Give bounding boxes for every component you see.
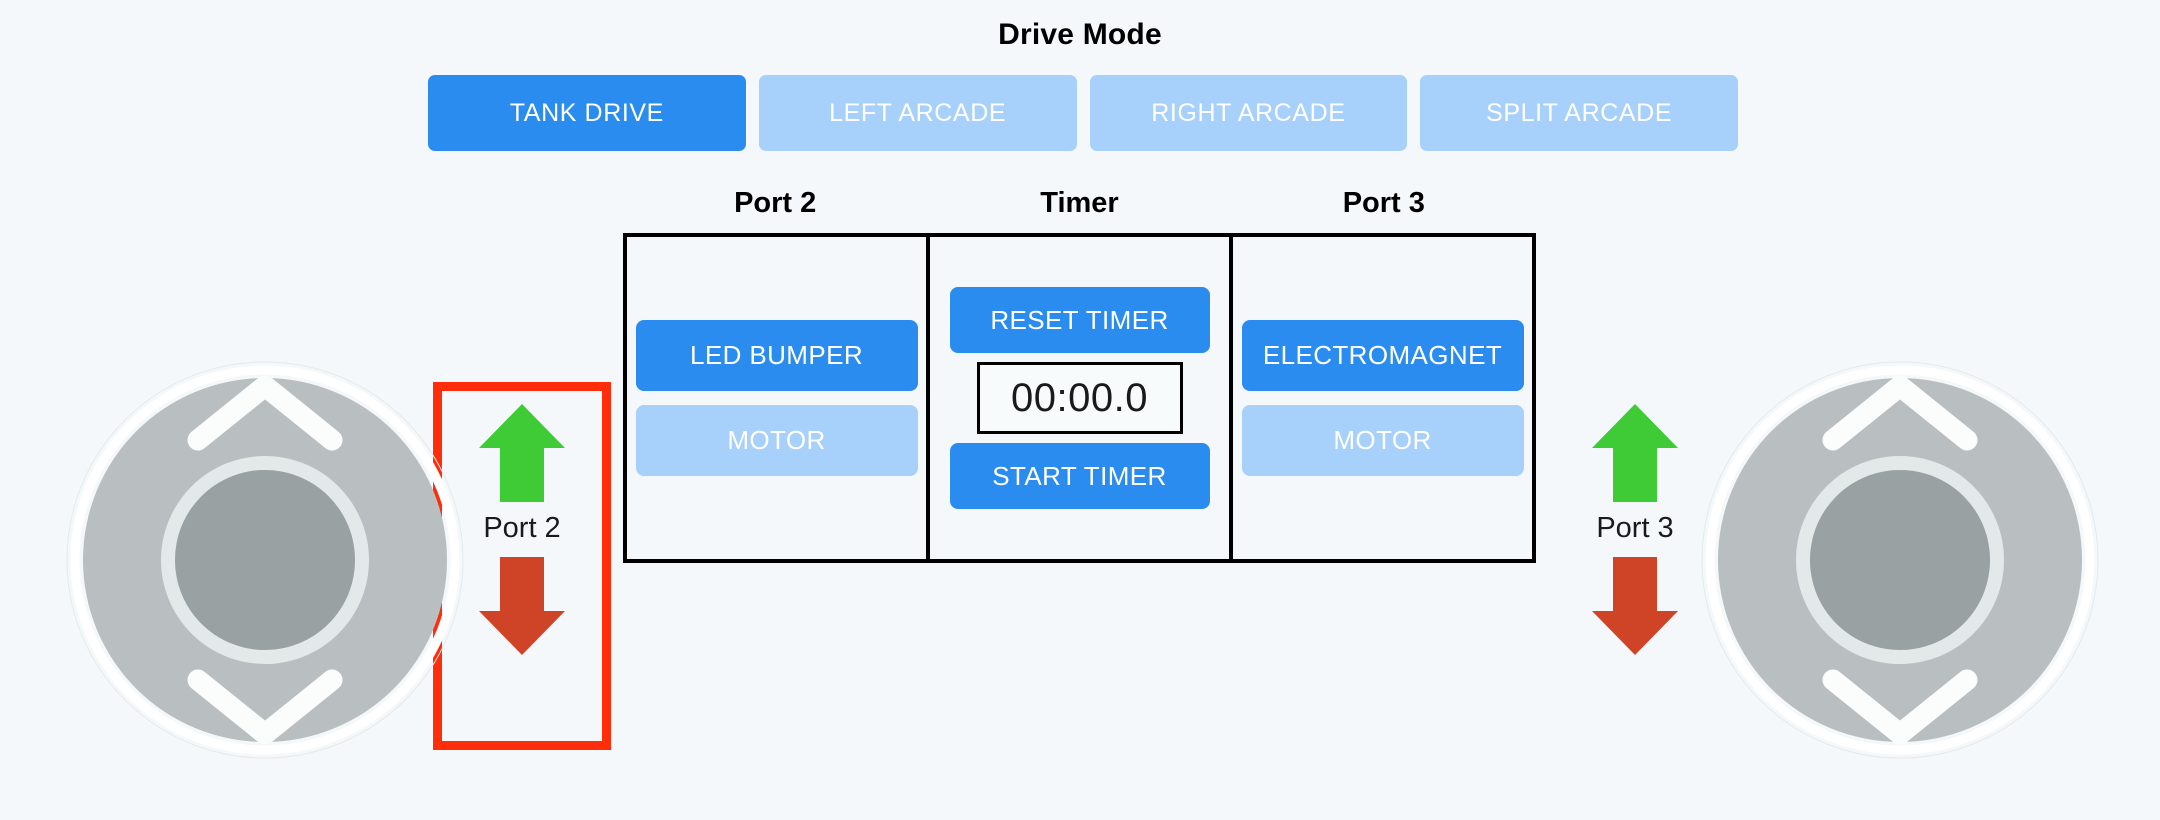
panel-header-timer: Timer xyxy=(1040,187,1119,219)
drive-mode-split-arcade-button[interactable]: SPLIT ARCADE xyxy=(1420,75,1738,151)
port2-led-bumper-button[interactable]: LED BUMPER xyxy=(635,320,918,391)
arrow-down-icon xyxy=(479,557,565,655)
arrow-up-icon xyxy=(479,404,565,502)
drive-mode-button-group: TANK DRIVE LEFT ARCADE RIGHT ARCADE SPLI… xyxy=(428,75,1738,151)
drive-mode-right-arcade-button[interactable]: RIGHT ARCADE xyxy=(1089,75,1408,151)
port2-arrow-up-button[interactable] xyxy=(477,400,567,506)
page-title: Drive Mode xyxy=(998,18,1162,51)
port2-arrow-label: Port 2 xyxy=(483,512,561,544)
port3-arrow-down-button[interactable] xyxy=(1590,553,1680,659)
device-panel: LED BUMPER MOTOR RESET TIMER 00:00.0 STA… xyxy=(623,233,1536,563)
chevron-down-icon[interactable] xyxy=(1822,669,1978,745)
port2-button-stack: LED BUMPER MOTOR xyxy=(635,320,918,476)
port3-button-stack: ELECTROMAGNET MOTOR xyxy=(1241,320,1524,476)
arrow-up-icon xyxy=(1592,404,1678,502)
chevron-up-icon[interactable] xyxy=(1822,375,1978,451)
port3-arrow-up-button[interactable] xyxy=(1590,400,1680,506)
port3-electromagnet-button[interactable]: ELECTROMAGNET xyxy=(1241,320,1524,391)
port2-arrow-control: Port 2 xyxy=(447,400,597,659)
chevron-down-icon[interactable] xyxy=(187,669,343,745)
right-joystick[interactable] xyxy=(1700,360,2100,760)
port2-cell: LED BUMPER MOTOR xyxy=(627,237,926,559)
drive-mode-tank-drive-button[interactable]: TANK DRIVE xyxy=(428,75,746,151)
drive-mode-left-arcade-button[interactable]: LEFT ARCADE xyxy=(758,75,1077,151)
port2-motor-button[interactable]: MOTOR xyxy=(635,405,918,476)
left-joystick[interactable] xyxy=(65,360,465,760)
panel-header-port3: Port 3 xyxy=(1342,187,1425,219)
port3-arrow-label: Port 3 xyxy=(1596,512,1674,544)
timer-cell: RESET TIMER 00:00.0 START TIMER xyxy=(926,237,1229,559)
timer-stack: RESET TIMER 00:00.0 START TIMER xyxy=(949,287,1210,509)
chevron-up-icon[interactable] xyxy=(187,375,343,451)
port3-motor-button[interactable]: MOTOR xyxy=(1241,405,1524,476)
port3-cell: ELECTROMAGNET MOTOR xyxy=(1229,237,1532,559)
reset-timer-button[interactable]: RESET TIMER xyxy=(949,287,1210,353)
port3-arrow-control: Port 3 xyxy=(1560,400,1710,659)
start-timer-button[interactable]: START TIMER xyxy=(949,443,1210,509)
timer-display: 00:00.0 xyxy=(976,362,1183,434)
panel-header-port2: Port 2 xyxy=(734,187,817,219)
panel-header-row: Port 2 Timer Port 3 xyxy=(623,187,1536,227)
port2-arrow-down-button[interactable] xyxy=(477,553,567,659)
arrow-down-icon xyxy=(1592,557,1678,655)
